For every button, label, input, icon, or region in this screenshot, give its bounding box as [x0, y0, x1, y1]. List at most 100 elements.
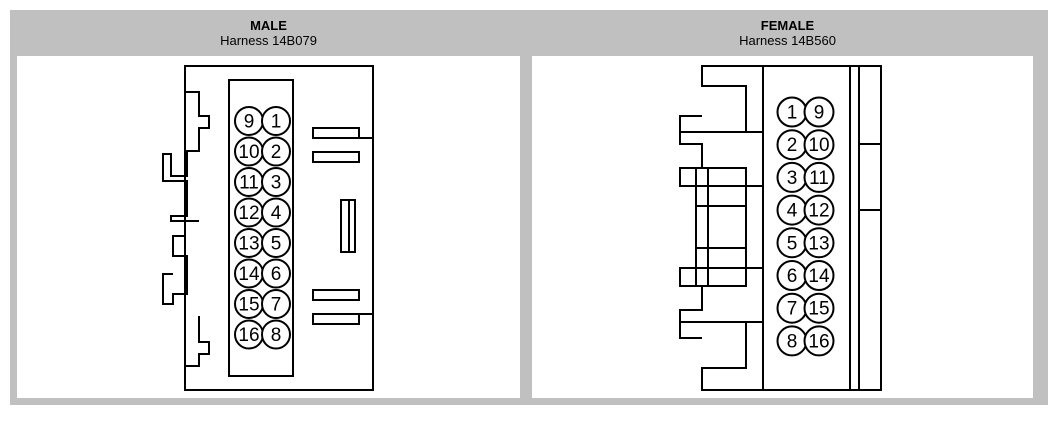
female-pin-10: 10 [803, 129, 835, 161]
female-pin-number: 10 [808, 135, 829, 156]
male-pin-circle [261, 106, 291, 136]
male-pin-number: 6 [271, 264, 282, 285]
female-pin-7: 7 [776, 292, 808, 324]
female-pin-number: 2 [787, 135, 798, 156]
male-pin-number: 1 [271, 112, 282, 133]
female-pin-3: 3 [776, 161, 808, 193]
female-pin-2: 2 [776, 129, 808, 161]
male-pin-number: 4 [271, 203, 282, 224]
female-pin-circle [803, 161, 835, 193]
male-pin-8: 8 [261, 319, 291, 350]
male-pin-3: 3 [261, 167, 291, 197]
male-pin-5: 5 [261, 228, 291, 258]
female-pin-14: 14 [803, 260, 835, 291]
male-pin-7: 7 [261, 289, 291, 319]
male-pin-12: 12 [234, 197, 264, 228]
male-pin-number: 12 [238, 203, 259, 224]
female-pin-number: 9 [814, 103, 825, 124]
male-connector-panel: MALE Harness 14B079 [10, 10, 527, 405]
female-harness-label: Harness 14B560 [739, 33, 836, 48]
female-pin-number: 14 [808, 266, 830, 287]
female-pin-15: 15 [803, 292, 835, 324]
female-pin-number: 16 [808, 331, 829, 352]
male-pin-circle [261, 167, 291, 197]
female-pin-circle [803, 129, 835, 161]
female-pin-5: 5 [776, 227, 808, 259]
male-pin-circle [261, 228, 291, 258]
female-pin-number: 13 [808, 233, 829, 254]
male-pin-number: 7 [271, 295, 282, 316]
female-pin-8: 8 [776, 325, 808, 357]
male-latch-bottom [312, 289, 360, 301]
female-pin-circle [803, 260, 835, 291]
female-pin-16: 16 [803, 325, 835, 357]
male-pin-6: 6 [261, 258, 291, 289]
female-pin-1: 1 [776, 96, 808, 128]
female-pin-circle [803, 194, 835, 226]
female-pin-11: 11 [803, 161, 835, 193]
male-pin-number: 11 [239, 173, 259, 194]
female-header: FEMALE Harness 14B560 [527, 10, 1048, 56]
female-pin-4: 4 [776, 194, 808, 226]
female-pin-number: 6 [787, 266, 798, 287]
male-housing-outline [184, 65, 374, 391]
male-pin-number: 8 [271, 325, 282, 346]
female-connector-panel: FEMALE Harness 14B560 [527, 10, 1048, 405]
female-pin-number: 8 [787, 331, 798, 352]
male-pin-10: 10 [234, 136, 264, 167]
male-pin-14: 14 [234, 258, 264, 289]
female-pin-circle [803, 227, 835, 259]
female-pin-6: 6 [776, 260, 808, 291]
male-pin-number: 2 [271, 142, 282, 163]
female-pin-number: 11 [809, 168, 829, 189]
female-title: FEMALE [760, 18, 815, 33]
male-pin-circle [261, 319, 291, 350]
male-pin-2: 2 [261, 136, 291, 167]
male-latch-top [312, 127, 360, 139]
female-pin-number: 4 [787, 201, 798, 222]
female-pin-circle [803, 292, 835, 324]
male-pin-number: 3 [271, 173, 282, 194]
male-pin-circle [261, 197, 291, 228]
female-pin-number: 7 [787, 299, 798, 320]
female-pin-12: 12 [803, 194, 835, 226]
female-pin-number: 1 [787, 103, 798, 124]
male-pin-15: 15 [234, 289, 264, 319]
female-pin-number: 3 [787, 168, 798, 189]
female-pin-circle [803, 96, 835, 128]
male-title: MALE [250, 18, 287, 33]
male-pin-1: 1 [261, 106, 291, 136]
female-housing-outline [762, 65, 882, 391]
male-harness-label: Harness 14B079 [220, 33, 317, 48]
male-pin-face [228, 79, 294, 377]
male-pin-circle [261, 258, 291, 289]
male-pin-number: 15 [238, 295, 259, 316]
male-latch-top-2 [312, 151, 360, 163]
male-pin-9: 9 [234, 106, 264, 136]
female-pin-number: 12 [808, 201, 829, 222]
male-pin-number: 5 [271, 234, 282, 255]
female-pin-number: 15 [808, 299, 829, 320]
female-pin-13: 13 [803, 227, 835, 259]
male-pin-number: 13 [238, 234, 259, 255]
male-pin-number: 16 [238, 325, 259, 346]
male-pin-13: 13 [234, 228, 264, 258]
male-pin-circle [261, 136, 291, 167]
female-pin-number: 5 [787, 233, 798, 254]
male-latch-bottom-2 [312, 313, 360, 325]
female-pin-9: 9 [803, 96, 835, 128]
female-slide-lock [695, 167, 747, 287]
female-pin-circle [803, 325, 835, 357]
male-pin-number: 10 [238, 142, 259, 163]
male-header: MALE Harness 14B079 [10, 10, 527, 56]
male-pin-16: 16 [234, 319, 264, 350]
male-pin-circle [261, 289, 291, 319]
male-pin-4: 4 [261, 197, 291, 228]
male-pin-11: 11 [234, 167, 264, 197]
male-pin-number: 9 [244, 112, 255, 133]
male-pin-number: 14 [238, 264, 260, 285]
